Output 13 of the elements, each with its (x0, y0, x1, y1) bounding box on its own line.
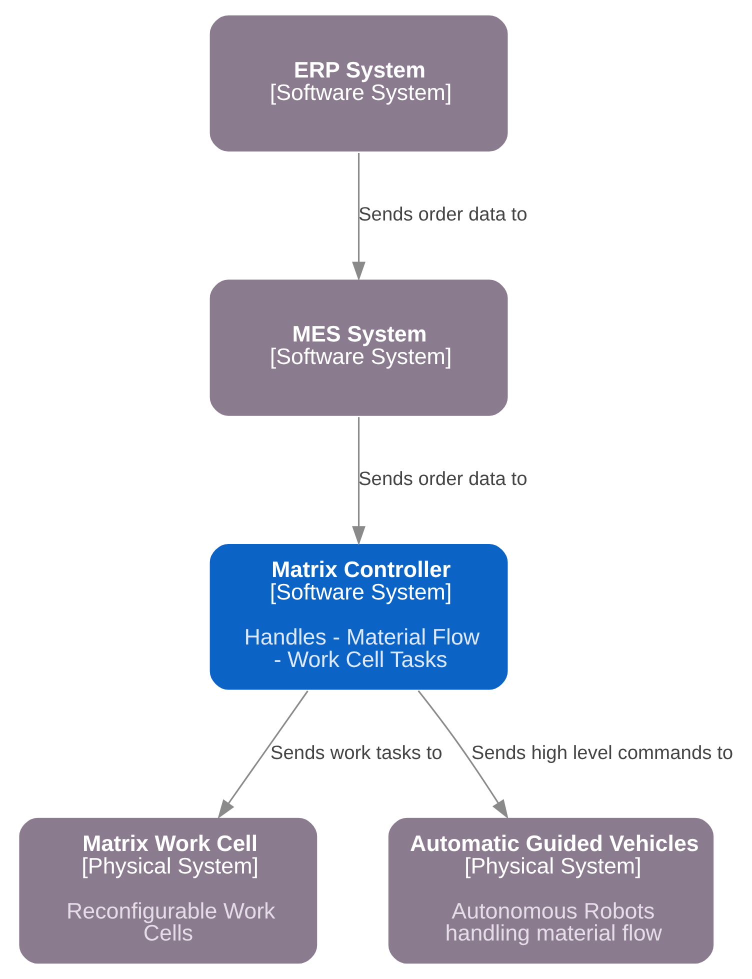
edge-label: Sends work tasks to (270, 742, 442, 764)
node-box: ERP System [Software System] (208, 14, 510, 154)
edge-label: Sends order data to (358, 468, 528, 490)
node-box: Matrix Work Cell [Physical System] Reconfigurable Work Cells (18, 816, 319, 966)
edge-label: Sends high level commands to (471, 742, 734, 764)
node-box: Matrix Controller [Software System] Handles - Material Flow - Work Cell Tasks (208, 542, 510, 692)
arrow (418, 690, 508, 820)
arrow (352, 417, 366, 546)
node-box: Automatic Guided Vehicles [Physical System] Autonomous Robots handling material flow (386, 816, 716, 966)
node-box: MES System [Software System] (208, 278, 510, 418)
arrow (352, 152, 366, 281)
edge-label: Sends order data to (358, 204, 528, 226)
arrow (218, 690, 308, 819)
